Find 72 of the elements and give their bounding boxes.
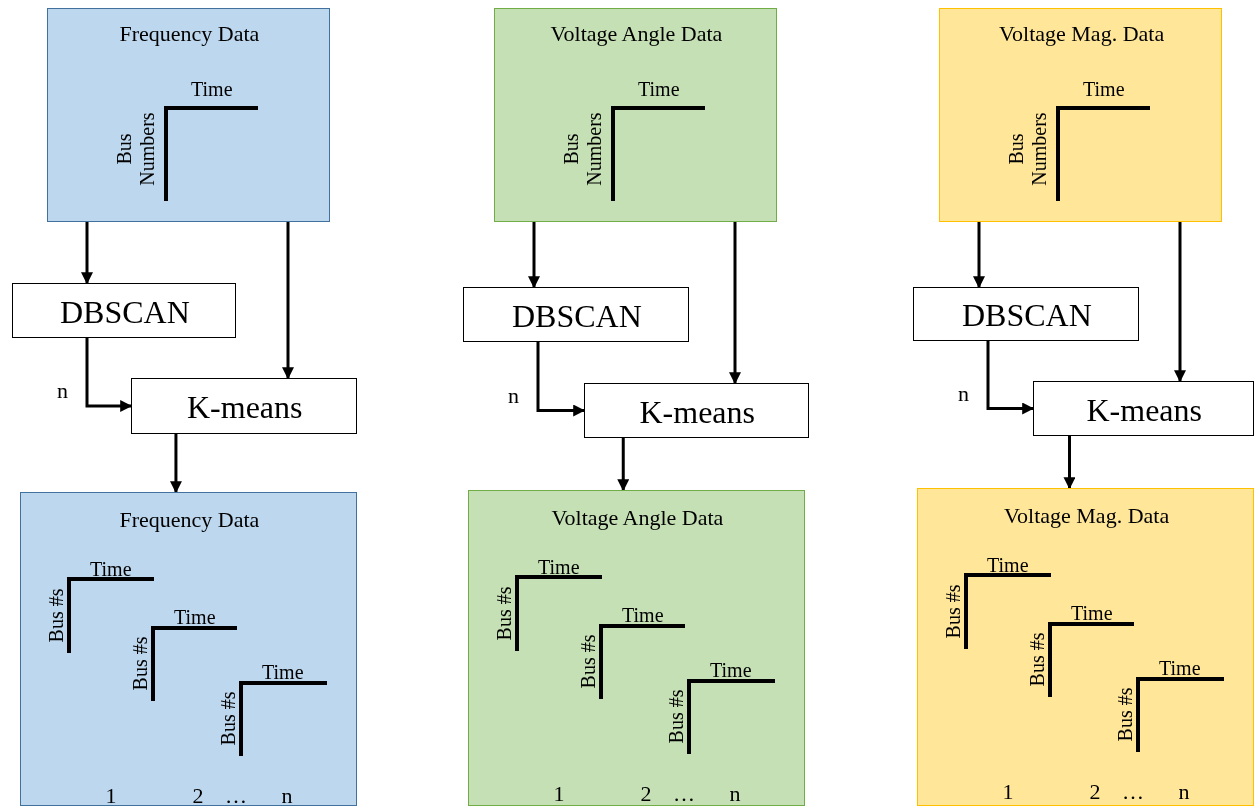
arrow: [986, 341, 1035, 415]
axis-label: Bus Numbers: [113, 111, 159, 188]
axis-label: Bus #s: [1113, 686, 1137, 743]
axis-label: Time: [638, 79, 680, 99]
box-label: DBSCAN: [60, 295, 190, 328]
arrow: [282, 222, 294, 380]
axis-label: Time: [1083, 79, 1125, 99]
axis-label: Time: [622, 605, 664, 625]
panel-title: Voltage Mag. Data: [999, 23, 1165, 45]
axis-label: Time: [987, 555, 1029, 575]
cluster-index: 1: [553, 783, 565, 805]
axis-label: Bus #s: [1025, 631, 1049, 688]
box-label: K-means: [187, 391, 303, 423]
axis-label: Time: [191, 79, 233, 99]
data-panel: [47, 8, 330, 222]
box-label: K-means: [639, 395, 755, 428]
cluster-index: 2: [1089, 781, 1101, 803]
arrow: [536, 342, 586, 417]
axis-label: Bus Numbers: [1005, 111, 1051, 188]
panel-title: Frequency Data: [119, 509, 260, 531]
axis-label: Time: [262, 662, 304, 682]
panel-title: Voltage Angle Data: [551, 507, 724, 529]
process-box: [131, 378, 357, 434]
box-label: DBSCAN: [962, 299, 1092, 331]
result-panel: [468, 490, 805, 806]
cluster-index: n: [1178, 781, 1190, 803]
arrow: [1063, 436, 1076, 490]
data-panel: [494, 8, 777, 222]
axis-label: Bus #s: [664, 688, 688, 745]
arrow: [729, 222, 741, 385]
axis-label: Bus #s: [941, 583, 965, 640]
cluster-index: …: [673, 783, 695, 805]
process-box: [463, 287, 689, 342]
panel-title: Frequency Data: [119, 23, 260, 45]
panel-title: Voltage Mag. Data: [1004, 505, 1170, 527]
cluster-index: 2: [192, 785, 204, 807]
box-label: DBSCAN: [512, 299, 642, 332]
axis-label: Time: [174, 607, 216, 627]
process-box: [584, 383, 809, 438]
result-panel: [20, 492, 357, 806]
axis-label: Bus #s: [492, 585, 516, 642]
process-box: [1033, 381, 1254, 436]
panel-title: Voltage Angle Data: [550, 23, 723, 45]
process-box: [12, 283, 236, 338]
axis-label: Time: [1159, 658, 1201, 678]
arrow: [81, 222, 93, 285]
axis-label: Bus Numbers: [560, 111, 606, 188]
arrow: [1174, 222, 1186, 383]
axis-label: Time: [538, 557, 580, 577]
axis-label: Bus #s: [216, 690, 240, 747]
cluster-index: n: [281, 785, 293, 807]
axis-label: Time: [710, 660, 752, 680]
cluster-index: n: [729, 783, 741, 805]
axis-label: Time: [90, 559, 132, 579]
arrow: [169, 434, 182, 494]
arrow: [85, 338, 133, 412]
cluster-index: 1: [105, 785, 117, 807]
cluster-index: …: [1122, 781, 1144, 803]
axis-label: Bus #s: [44, 587, 68, 644]
axis-label: Bus #s: [576, 633, 600, 690]
cluster-index: 2: [640, 783, 652, 805]
result-panel: [917, 488, 1254, 806]
arrow: [617, 438, 630, 492]
cluster-index: 1: [1002, 781, 1014, 803]
arrow: [528, 222, 540, 289]
arrow: [973, 222, 985, 289]
process-box: [913, 287, 1139, 341]
cluster-index: …: [225, 785, 247, 807]
data-panel: [939, 8, 1222, 222]
axis-label: Bus #s: [128, 635, 152, 692]
axis-label: Time: [1071, 603, 1113, 623]
box-label: K-means: [1086, 393, 1202, 426]
